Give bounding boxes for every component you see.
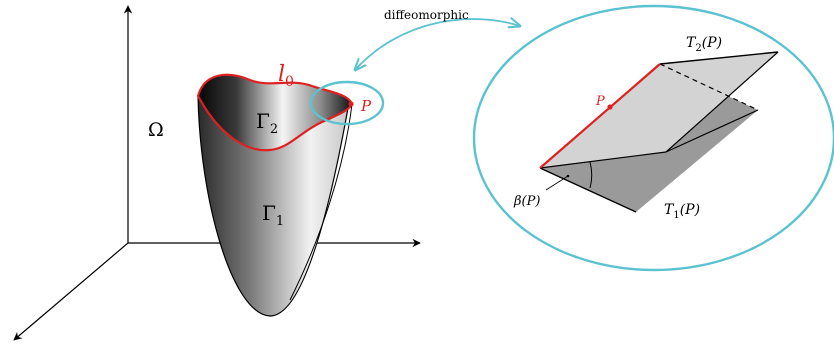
label-gamma2: Γ2 <box>256 109 278 137</box>
label-t2: T2(P) <box>686 35 722 54</box>
plane-t1-edge <box>539 167 637 213</box>
label-beta: β(P) <box>513 194 540 209</box>
hidden-edge-dashed <box>659 63 759 111</box>
point-p-left <box>348 101 354 107</box>
diffeomorphic-arrow <box>355 19 520 70</box>
small-ellipse <box>309 80 385 126</box>
surface-edge-line <box>289 103 353 301</box>
label-p-left: P <box>360 97 372 115</box>
plane-t2-right-edge <box>665 51 779 153</box>
point-p-right <box>607 104 613 110</box>
angle-arc-beta <box>589 161 593 189</box>
plane-t1-far-edge <box>665 109 759 153</box>
plane-t2-bottom-edge <box>539 151 667 169</box>
beta-pointer-dot <box>566 174 570 178</box>
label-p-right: P <box>595 94 605 109</box>
plane-t2-top-edge <box>659 51 779 65</box>
y-axis <box>13 242 129 341</box>
beta-pointer <box>545 175 569 191</box>
shared-edge-red <box>539 63 661 169</box>
large-ellipse <box>472 4 834 272</box>
label-diffeomorphic: diffeomorphic <box>384 8 469 22</box>
label-l0: l0 <box>278 62 294 90</box>
label-gamma1: Γ1 <box>262 201 284 229</box>
label-omega: Ω <box>148 119 164 141</box>
plane-t2 <box>540 52 778 168</box>
label-t1: T1(P) <box>664 202 700 221</box>
